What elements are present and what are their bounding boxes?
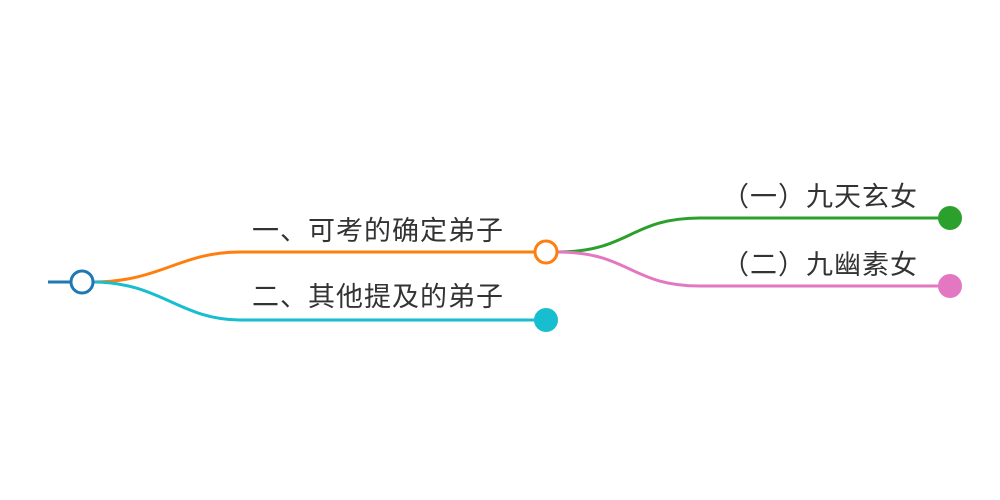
link-branch-2 xyxy=(92,280,535,322)
branch-2-node-toggle[interactable] xyxy=(534,308,558,332)
branch-2-label[interactable]: 二、其他提及的弟子 xyxy=(252,282,504,313)
link-child-2 xyxy=(556,250,940,288)
link-child-1 xyxy=(556,216,940,254)
child-1-node-toggle[interactable] xyxy=(938,206,962,230)
root-node-toggle[interactable] xyxy=(69,269,95,295)
branch-1-label[interactable]: 一、可考的确定弟子 xyxy=(252,216,504,247)
child-1-label[interactable]: （一）九天玄女 xyxy=(722,182,918,213)
child-2-node-toggle[interactable] xyxy=(938,274,962,298)
child-2-label[interactable]: （二）九幽素女 xyxy=(722,250,918,281)
branch-1-node-toggle[interactable] xyxy=(533,239,559,265)
link-branch-1 xyxy=(92,250,535,284)
